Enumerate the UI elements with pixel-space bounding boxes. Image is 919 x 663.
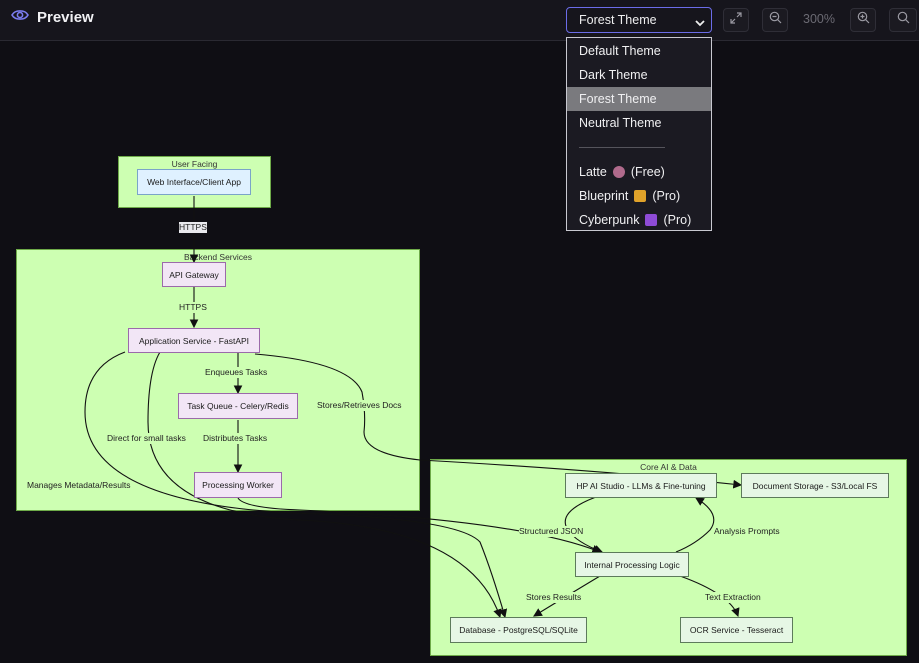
theme-option-cyberpunk[interactable]: Cyberpunk (Pro) [567, 208, 711, 232]
node-application-service[interactable]: Application Service - FastAPI [128, 328, 260, 353]
expand-icon [730, 11, 742, 29]
page-title: Preview [37, 9, 94, 26]
theme-dropdown-menu: Default Theme Dark Theme Forest Theme Ne… [566, 37, 712, 231]
zoom-out-icon [769, 11, 782, 29]
fullscreen-button[interactable] [723, 8, 749, 32]
latte-icon [612, 166, 625, 178]
edge-app-docstore [254, 353, 743, 489]
theme-option-default[interactable]: Default Theme [567, 39, 711, 63]
edge-label-text-extraction: Text Extraction [705, 592, 761, 603]
theme-tier-label: (Free) [630, 165, 665, 179]
chevron-down-icon [695, 16, 705, 30]
menu-separator [579, 147, 665, 148]
theme-option-latte[interactable]: Latte (Free) [567, 160, 711, 184]
theme-option-blueprint[interactable]: Blueprint (Pro) [567, 184, 711, 208]
cyberpunk-icon [645, 214, 658, 226]
search-button[interactable] [889, 8, 917, 32]
zoom-in-button[interactable] [850, 8, 876, 32]
cluster-title: Core AI & Data [640, 462, 697, 472]
node-web-interface[interactable]: Web Interface/Client App [137, 169, 251, 195]
node-database[interactable]: Database - PostgreSQL/SQLite [450, 617, 587, 643]
diagram-canvas[interactable]: User Facing Backend Services Core AI & D… [0, 42, 919, 663]
theme-select[interactable]: Forest Theme [566, 7, 712, 33]
edge-label-https: HTTPS [179, 302, 207, 313]
zoom-level: 300% [803, 12, 835, 26]
preview-toolbar: Preview Forest Theme 300% [0, 0, 919, 41]
eye-icon [11, 8, 29, 27]
theme-tier-label: (Pro) [652, 189, 681, 203]
theme-option-label: Cyberpunk [579, 213, 640, 227]
edge-label-stores-docs: Stores/Retrieves Docs [317, 400, 402, 411]
edge-hp-internal [564, 496, 604, 554]
edge-label-direct-small-tasks: Direct for small tasks [107, 433, 186, 444]
edge-app-db-manages [84, 351, 508, 619]
node-ocr-service[interactable]: OCR Service - Tesseract [680, 617, 793, 643]
theme-option-forest[interactable]: Forest Theme [567, 87, 711, 111]
edge-internal-hp [675, 497, 715, 553]
edge-worker-internal [237, 497, 602, 554]
theme-option-label: Latte [579, 165, 607, 179]
theme-option-label: Neutral Theme [579, 116, 662, 130]
theme-option-dark[interactable]: Dark Theme [567, 63, 711, 87]
preview-header: Preview [11, 8, 94, 27]
cluster-title: Backend Services [183, 252, 253, 262]
edge-label-analysis-prompts: Analysis Prompts [714, 526, 780, 537]
zoom-out-button[interactable] [762, 8, 788, 32]
theme-option-label: Forest Theme [579, 92, 657, 106]
node-task-queue[interactable]: Task Queue - Celery/Redis [178, 393, 298, 419]
edge-label-stores-results: Stores Results [526, 592, 582, 603]
search-icon [897, 11, 910, 29]
node-processing-worker[interactable]: Processing Worker [194, 472, 282, 498]
diagram-edges [84, 196, 743, 619]
theme-tier-label: (Pro) [663, 213, 692, 227]
node-internal-processing[interactable]: Internal Processing Logic [575, 552, 689, 577]
edge-label-https: HTTPS [179, 222, 207, 233]
node-document-storage[interactable]: Document Storage - S3/Local FS [741, 473, 889, 498]
edge-label-distributes-tasks: Distributes Tasks [203, 433, 268, 444]
node-api-gateway[interactable]: API Gateway [162, 262, 226, 287]
zoom-in-icon [857, 11, 870, 29]
blueprint-icon [634, 190, 647, 202]
theme-option-neutral[interactable]: Neutral Theme [567, 111, 711, 135]
edge-label-manages-metadata: Manages Metadata/Results [27, 480, 131, 491]
edge-label-enqueues-tasks: Enqueues Tasks [205, 367, 268, 378]
theme-option-label: Dark Theme [579, 68, 648, 82]
theme-select-value: Forest Theme [579, 13, 657, 27]
theme-option-label: Blueprint [579, 189, 629, 203]
theme-option-label: Default Theme [579, 44, 661, 58]
edge-app-db-direct [147, 351, 502, 619]
node-hp-ai-studio[interactable]: HP AI Studio - LLMs & Fine-tuning [565, 473, 717, 498]
edge-label-structured-json: Structured JSON [519, 526, 584, 537]
cluster-title: User Facing [171, 159, 218, 169]
